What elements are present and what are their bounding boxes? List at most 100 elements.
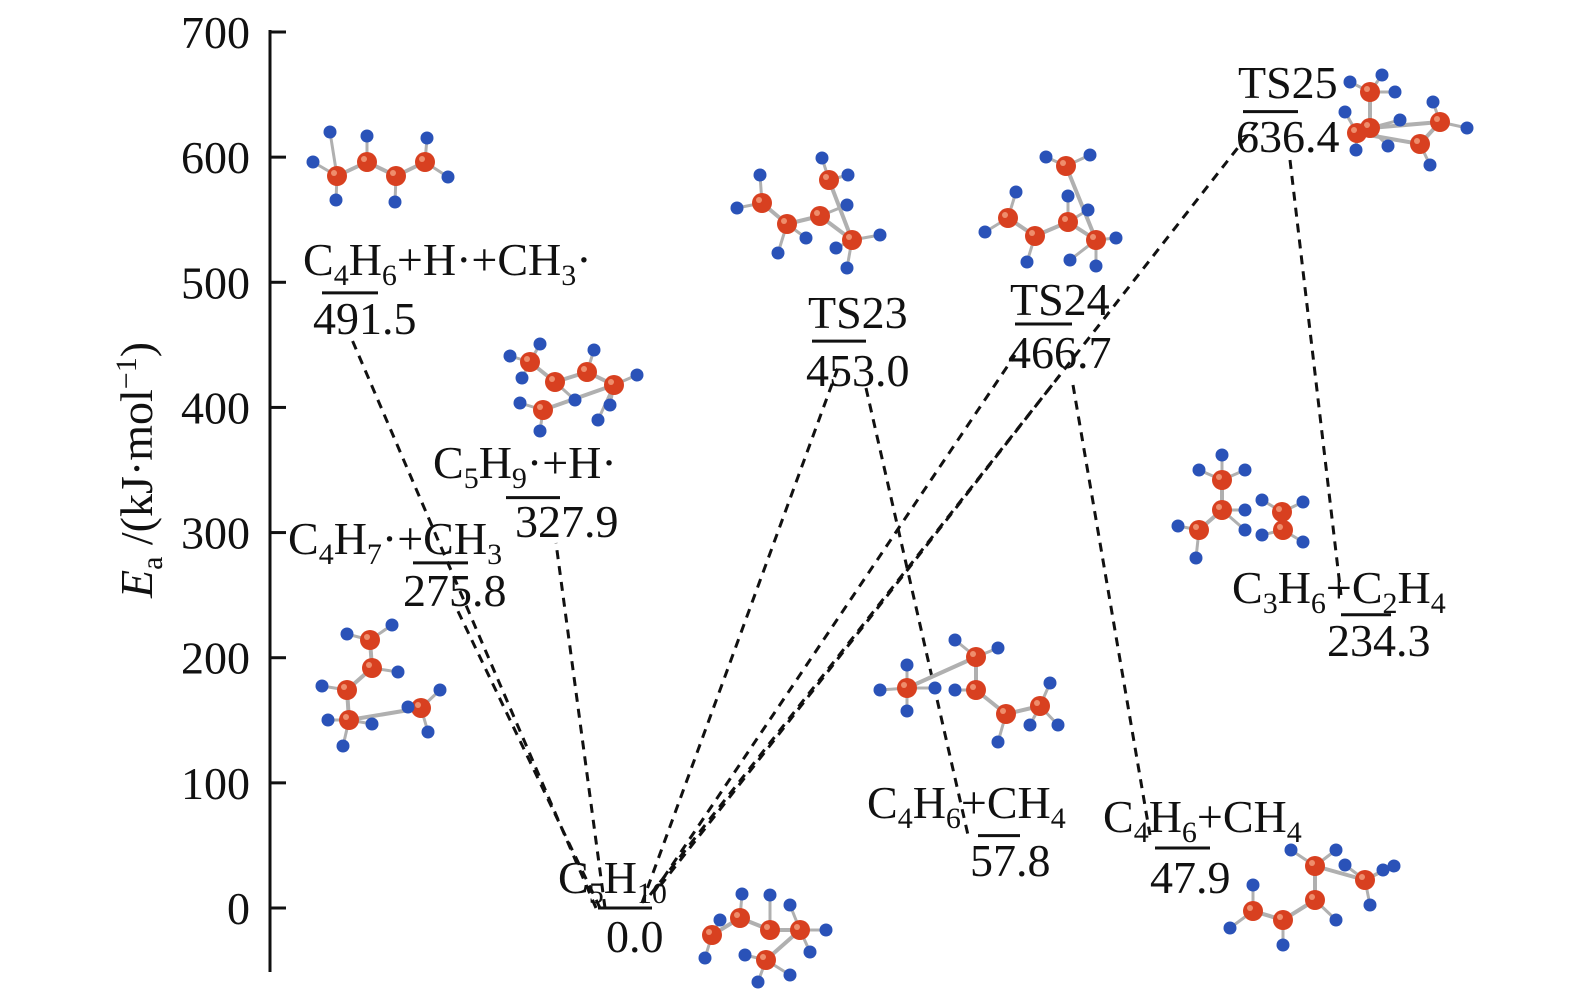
hydrogen-atom — [1009, 185, 1023, 199]
carbon-atom — [1056, 156, 1076, 176]
hydrogen-atom — [385, 618, 399, 632]
hydrogen-atom — [783, 968, 797, 982]
connection-c5h10-r491 — [348, 334, 598, 909]
y-tick-label: 600 — [181, 132, 250, 183]
hydrogen-atom — [1296, 495, 1310, 509]
carbon-atom — [1360, 82, 1380, 102]
molecule-ts23-structure — [730, 151, 887, 275]
hydrogen-atom — [1381, 139, 1395, 153]
carbon-atom — [1273, 910, 1293, 930]
hydrogen-atom — [763, 888, 777, 902]
hydrogen-atom — [1388, 85, 1402, 99]
carbon-atom — [777, 214, 797, 234]
y-tick-label: 500 — [181, 257, 250, 308]
hydrogen-atom — [978, 225, 992, 239]
energy-value: 491.5 — [313, 293, 417, 344]
hydrogen-atom — [391, 665, 405, 679]
hydrogen-atom — [928, 681, 942, 695]
carbon-atom — [1189, 520, 1209, 540]
hydrogen-atom — [803, 945, 817, 959]
hydrogen-atom — [1089, 259, 1103, 273]
hydrogen-atom — [751, 975, 765, 989]
carbon-atom — [1273, 520, 1293, 540]
connections — [348, 121, 1343, 909]
state-formula: C4H7·+CH3 — [288, 513, 502, 571]
carbon-atom — [996, 704, 1016, 724]
hydrogen-atom — [533, 337, 547, 351]
carbon-atom — [756, 950, 776, 970]
hydrogen-atom — [336, 739, 350, 753]
hydrogen-atom — [1255, 493, 1269, 507]
hydrogen-atom — [1223, 921, 1237, 935]
molecule-p479-structure — [1223, 843, 1401, 952]
carbon-atom — [1272, 502, 1292, 522]
hydrogen-atom — [1460, 121, 1474, 135]
hydrogen-atom — [306, 155, 320, 169]
carbon-atom — [752, 193, 772, 213]
hydrogen-atom — [1255, 528, 1269, 542]
energy-value: 47.9 — [1150, 852, 1231, 903]
carbon-atom — [1355, 870, 1375, 890]
carbon-atom — [760, 920, 780, 940]
hydrogen-atom — [799, 231, 813, 245]
hydrogen-atom — [1376, 863, 1390, 877]
hydrogen-atom — [991, 735, 1005, 749]
hydrogen-atom — [815, 151, 829, 165]
molecule-c5h10-structure — [698, 887, 833, 989]
hydrogen-atom — [503, 349, 517, 363]
hydrogen-atom — [1171, 519, 1185, 533]
hydrogen-atom — [321, 713, 335, 727]
hydrogen-atom — [819, 923, 833, 937]
molecule-structures — [306, 68, 1474, 989]
hydrogen-atom — [1423, 158, 1437, 172]
hydrogen-atom — [1081, 203, 1095, 217]
hydrogen-atom — [1039, 150, 1053, 164]
hydrogen-atom — [1296, 535, 1310, 549]
carbon-atom — [1025, 226, 1045, 246]
hydrogen-atom — [948, 683, 962, 697]
hydrogen-atom — [441, 170, 455, 184]
hydrogen-atom — [360, 129, 374, 143]
carbon-atom — [819, 170, 839, 190]
molecule-ts25-structure — [1338, 68, 1474, 172]
hydrogen-atom — [1375, 68, 1389, 82]
state-formula: C3H6+C2H4 — [1232, 562, 1446, 620]
hydrogen-atom — [1063, 253, 1077, 267]
carbon-atom — [1030, 696, 1050, 716]
y-tick-label: 200 — [181, 633, 250, 684]
energy-value: 327.9 — [515, 496, 619, 547]
hydrogen-atom — [1329, 913, 1343, 927]
hydrogen-atom — [1238, 463, 1252, 477]
state-formula: C4H6+CH4 — [1103, 791, 1302, 849]
energy-value: 453.0 — [806, 345, 910, 396]
hydrogen-atom — [698, 951, 712, 965]
hydrogen-atom — [323, 125, 337, 139]
hydrogen-atom — [587, 343, 601, 357]
state-formula: TS25 — [1238, 57, 1338, 108]
carbon-atom — [1212, 500, 1232, 520]
hydrogen-atom — [533, 424, 547, 438]
carbon-atom — [386, 166, 406, 186]
hydrogen-atom — [420, 131, 434, 145]
energy-value: 636.4 — [1236, 111, 1340, 162]
hydrogen-atom — [991, 641, 1005, 655]
hydrogen-atom — [900, 704, 914, 718]
y-tick-label: 300 — [181, 508, 250, 559]
hydrogen-atom — [568, 393, 582, 407]
carbon-atom — [897, 678, 917, 698]
connection-c5h10-ts23 — [640, 364, 841, 904]
carbon-atom — [533, 400, 553, 420]
hydrogen-atom — [1349, 143, 1363, 157]
hydrogen-atom — [315, 679, 329, 693]
carbon-atom — [966, 680, 986, 700]
state-formula: TS23 — [808, 287, 908, 338]
hydrogen-atom — [388, 195, 402, 209]
hydrogen-atom — [840, 261, 854, 275]
y-axis-label: Ea /(kJ·mol−1) — [110, 342, 169, 599]
